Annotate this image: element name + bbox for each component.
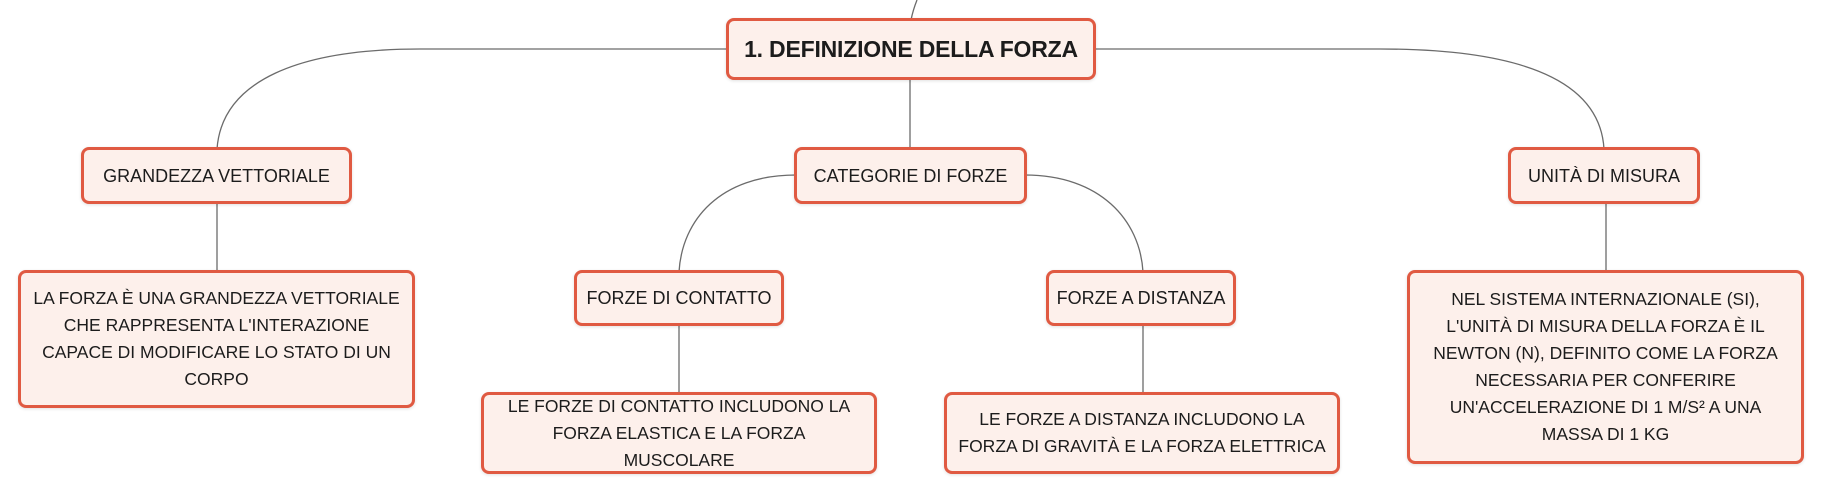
root-topic-label: 1. DEFINIZIONE DELLA FORZA [744,36,1078,62]
unita-topic-node[interactable]: UNITÀ DI MISURA [1508,147,1700,204]
connector-categorie-to-distanza [1024,174,1144,273]
connector-incoming-top [910,0,918,21]
categorie-topic-node[interactable]: CATEGORIE DI FORZE [794,147,1027,204]
unita-topic-label: UNITÀ DI MISURA [1527,165,1680,186]
vettoriale-topic-node[interactable]: GRANDEZZA VETTORIALE [81,147,352,204]
unita-detail-text: NEL SISTEMA INTERNAZIONALE (SI), L'UNITÀ… [1433,289,1778,444]
distanza-detail-text: LE FORZE A DISTANZA INCLUDONO LA FORZA D… [958,409,1326,456]
vettoriale-topic-label: GRANDEZZA VETTORIALE [103,165,330,186]
distanza-detail-node[interactable]: LE FORZE A DISTANZA INCLUDONO LA FORZA D… [944,392,1340,474]
contatto-detail-node[interactable]: LE FORZE DI CONTATTO INCLUDONO LA FORZA … [481,392,877,474]
connector-categorie-to-contatto [678,174,797,273]
connector-root-to-unita [1095,48,1605,150]
distanza-subtopic-label: FORZE A DISTANZA [1056,288,1226,308]
vettoriale-detail-text: LA FORZA È UNA GRANDEZZA VETTORIALE CHE … [33,288,400,389]
contatto-subtopic-label: FORZE DI CONTATTO [586,288,772,308]
contatto-detail-text: LE FORZE DI CONTATTO INCLUDONO LA FORZA … [507,395,851,470]
connector-root-to-vettoriale [216,48,728,150]
vettoriale-detail-node[interactable]: LA FORZA È UNA GRANDEZZA VETTORIALE CHE … [18,270,415,408]
categorie-topic-label: CATEGORIE DI FORZE [813,165,1008,186]
root-topic-node[interactable]: 1. DEFINIZIONE DELLA FORZA [726,18,1096,80]
contatto-subtopic-node[interactable]: FORZE DI CONTATTO [574,270,784,326]
unita-detail-node[interactable]: NEL SISTEMA INTERNAZIONALE (SI), L'UNITÀ… [1407,270,1804,464]
distanza-subtopic-node[interactable]: FORZE A DISTANZA [1046,270,1236,326]
